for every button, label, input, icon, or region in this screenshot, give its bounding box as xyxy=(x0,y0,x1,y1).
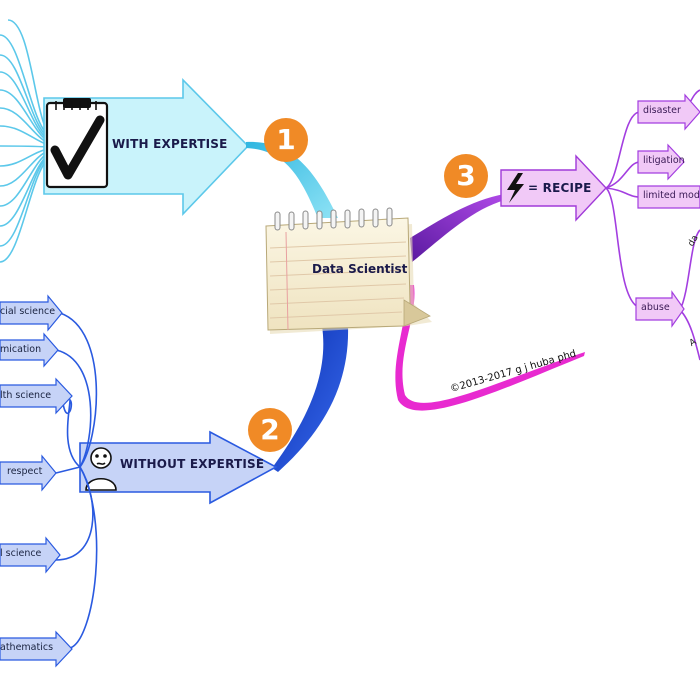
checkmark-clipboard-icon xyxy=(45,98,109,189)
notepad-spiral-rings xyxy=(274,207,393,231)
without-expertise-arrow xyxy=(79,430,278,505)
branch-number-badge-3: 3 xyxy=(444,154,488,198)
lightning-bolt-icon xyxy=(505,172,527,203)
without-expertise-item: l science xyxy=(0,548,42,559)
recipe-label: = RECIPE xyxy=(528,181,592,195)
recipe-item: disaster xyxy=(643,105,681,116)
recipe-item: litigation xyxy=(643,155,685,166)
recipe-item: limited mode xyxy=(643,190,700,201)
without-expertise-item: cial science xyxy=(0,306,56,317)
with-expertise-connector xyxy=(246,141,338,218)
recipe-connector xyxy=(410,194,505,262)
without-expertise-branch-lines xyxy=(55,312,98,649)
recipe-arrow xyxy=(500,154,607,222)
without-expertise-item: mication xyxy=(0,344,42,355)
center-topic-title: Data Scientist xyxy=(312,262,408,276)
recipe-item-arrows xyxy=(635,93,700,328)
without-expertise-item-arrows xyxy=(0,294,73,668)
magenta-connector xyxy=(395,285,585,411)
without-expertise-item: respect xyxy=(7,466,43,477)
without-expertise-label: WITHOUT EXPERTISE xyxy=(120,457,265,471)
without-expertise-item: lth science xyxy=(0,390,52,401)
recipe-item: abuse xyxy=(641,302,670,313)
with-expertise-label: WITH EXPERTISE xyxy=(112,137,228,151)
without-expertise-connector xyxy=(272,326,349,472)
without-expertise-item: athematics xyxy=(0,642,54,653)
branch-number-badge-2: 2 xyxy=(248,408,292,452)
confused-person-icon xyxy=(85,447,117,491)
with-expertise-fan-lines xyxy=(0,19,49,263)
center-notepad xyxy=(265,207,432,334)
branch-number-badge-1: 1 xyxy=(264,118,308,162)
